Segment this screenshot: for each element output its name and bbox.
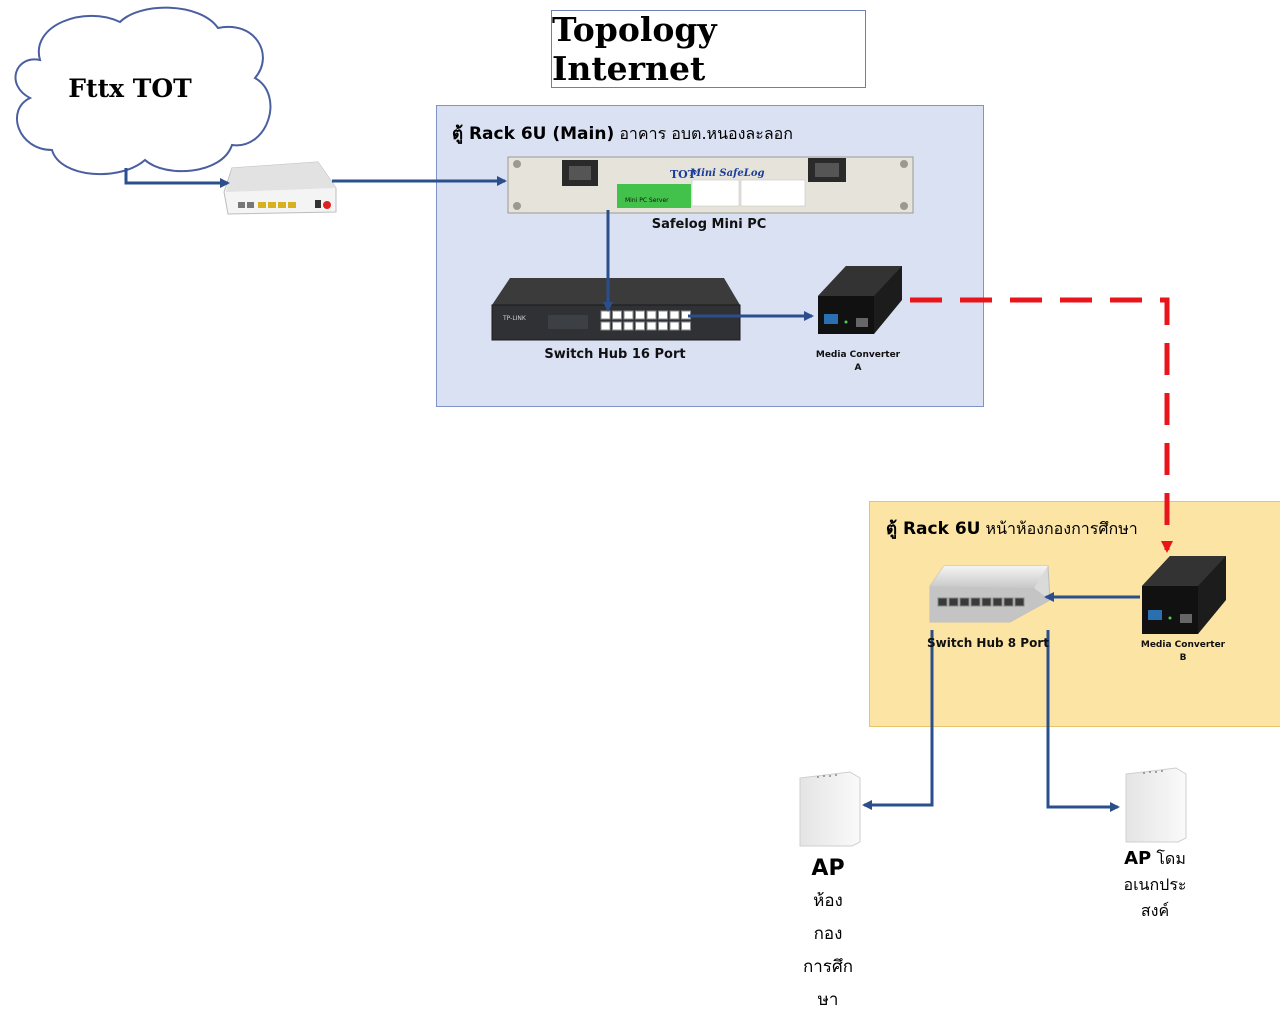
cloud-label: Fttx TOT xyxy=(68,74,192,103)
ap-classroom-name: AP xyxy=(811,856,845,881)
link-switch8-to-ap-classroom xyxy=(862,630,934,810)
ap-classroom-icon xyxy=(799,771,861,847)
switch-port xyxy=(948,597,959,607)
media-converter-b-icon xyxy=(1142,556,1226,634)
switch-port xyxy=(992,597,1003,607)
switch-port xyxy=(658,321,668,331)
switch-8-port-icon xyxy=(929,565,1051,623)
safelog-label: Safelog Mini PC xyxy=(651,217,767,232)
switch-8-ports xyxy=(937,597,1025,607)
switch-port xyxy=(658,310,668,320)
ap-dome-label: AP โดม อเนกประ สงค์ xyxy=(1095,846,1215,924)
rack-main-title: ตู้ Rack 6U (Main) อาคาร อบต.หนองละลอก xyxy=(452,124,793,144)
switch-port xyxy=(1003,597,1014,607)
switch-port xyxy=(669,310,680,320)
diagram-title: Topology Internet xyxy=(551,10,866,88)
network-links xyxy=(124,168,1140,812)
switch-port xyxy=(646,310,657,320)
safelog-brand-sub: Mini SafeLog xyxy=(689,168,764,179)
switch-port xyxy=(635,310,645,320)
ap-classroom-line: ษา xyxy=(817,990,839,1010)
safelog-screen-text: Mini PC Server xyxy=(625,197,669,204)
switch-port xyxy=(635,321,645,331)
switch-port xyxy=(623,310,634,320)
switch-port xyxy=(646,321,657,331)
switch-port xyxy=(1014,597,1025,607)
switch-16-port-icon xyxy=(491,278,741,341)
ont-router-icon xyxy=(223,161,337,215)
switch-port xyxy=(959,597,970,607)
ap-classroom-label: AP ห้อง กอง การศึก ษา xyxy=(778,852,878,1017)
rack-main-container xyxy=(436,105,984,407)
ap-dome-name: AP xyxy=(1124,848,1152,869)
switch-16-label: Switch Hub 16 Port xyxy=(544,347,686,362)
ap-dome-line: สงค์ xyxy=(1140,901,1170,920)
ap-classroom-line: กอง xyxy=(813,924,843,944)
ap-classroom-line: ห้อง xyxy=(813,891,843,911)
switch-port xyxy=(970,597,981,607)
safelog-brand: TOT xyxy=(670,168,697,181)
switch-port xyxy=(981,597,992,607)
ap-classroom-line: การศึก xyxy=(802,957,854,977)
safelog-mini-pc-icon xyxy=(507,156,914,214)
switch-16-ports xyxy=(600,310,691,331)
switch-port xyxy=(612,321,622,331)
ap-dome-line: อเนกประ xyxy=(1123,875,1187,894)
switch-port xyxy=(623,321,634,331)
switch-8-label: Switch Hub 8 Port xyxy=(927,636,1049,650)
link-cloud-to-ont xyxy=(124,168,230,188)
fiber-link-a-to-b xyxy=(910,297,1173,553)
switch-port xyxy=(612,310,622,320)
ap-dome-icon xyxy=(1125,767,1187,843)
switch-port xyxy=(681,321,691,331)
switch-port xyxy=(937,597,948,607)
switch-port xyxy=(600,321,611,331)
media-converter-a-icon xyxy=(818,266,902,334)
link-switch8-to-ap-dome xyxy=(1046,630,1120,812)
switch-port xyxy=(600,310,611,320)
switch-port xyxy=(669,321,680,331)
switch-16-brand: TP-LINK xyxy=(502,315,527,322)
cloud-fttx xyxy=(14,6,272,176)
rack-sub-title: ตู้ Rack 6U หน้าห้องกองการศึกษา xyxy=(886,519,1138,539)
